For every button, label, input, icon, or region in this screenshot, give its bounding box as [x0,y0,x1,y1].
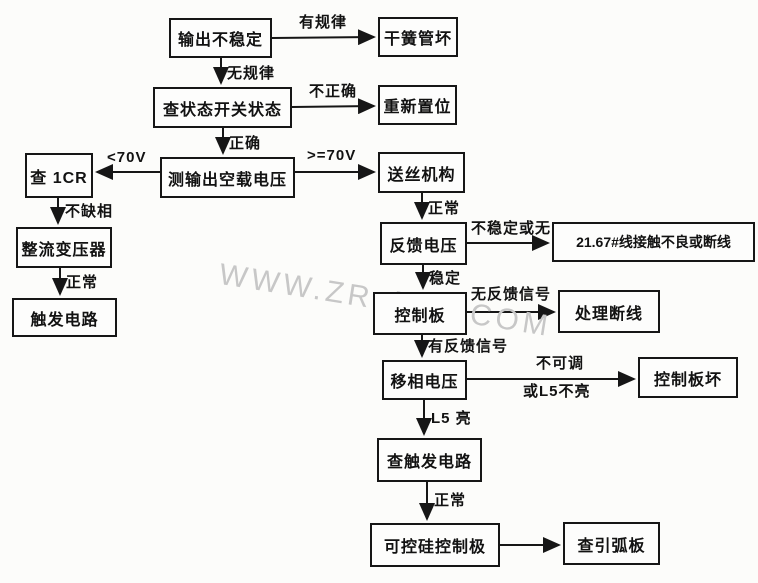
arrow-checkswitch-to-reset [291,98,376,115]
node-handle-broken-line: 处理断线 [558,290,660,333]
arrow-output-to-reedtube [271,29,376,46]
node-scr-gate: 可控硅控制极 [370,523,500,567]
edge-label-stable: 稳定 [429,270,462,287]
edge-label-has-feedback: 有反馈信号 [428,338,509,355]
node-rectifier-transformer: 整流变压器 [16,227,112,268]
node-output-unstable: 输出不稳定 [169,18,272,58]
node-check-arc-board: 查引弧板 [563,522,660,565]
edge-label-incorrect: 不正确 [309,83,358,100]
node-control-board-bad: 控制板坏 [638,357,738,398]
edge-label-normal-bottom: 正常 [434,492,467,509]
node-trigger-circuit: 触发电路 [12,298,117,337]
node-measure-no-load-voltage: 测输出空载电压 [160,157,295,198]
edge-label-lt-70v: <70V [107,149,147,166]
edge-label-not-adjustable: 不可调 [536,355,585,372]
node-feedback-voltage: 反馈电压 [380,222,467,265]
edge-label-irregular: 无规律 [227,65,276,82]
node-line-21-67-bad: 21.67#线接触不良或断线 [552,222,755,262]
edge-label-or-l5-not-lit: 或L5不亮 [523,383,591,400]
node-check-1cr: 查 1CR [25,153,93,198]
node-reset: 重新置位 [378,85,457,125]
node-wire-feeder: 送丝机构 [378,152,465,193]
node-check-switch-state: 查状态开关状态 [153,87,292,128]
edge-label-no-feedback: 无反馈信号 [471,286,552,303]
node-phase-shift-voltage: 移相电压 [382,360,467,400]
edge-label-l5-lit: L5 亮 [431,410,472,427]
node-reed-tube-bad: 干簧管坏 [378,17,458,57]
edge-label-unstable-or-none: 不稳定或无 [471,220,552,237]
edge-label-normal-feed: 正常 [428,200,461,217]
edge-label-correct: 正确 [229,135,262,152]
edge-label-normal-left: 正常 [66,274,99,291]
node-check-trigger-circuit: 查触发电路 [377,438,482,482]
edge-label-no-phase-loss: 不缺相 [65,203,114,220]
node-control-board: 控制板 [373,292,467,335]
edge-label-gte-70v: >=70V [307,147,357,164]
edge-label-regular: 有规律 [299,14,348,31]
